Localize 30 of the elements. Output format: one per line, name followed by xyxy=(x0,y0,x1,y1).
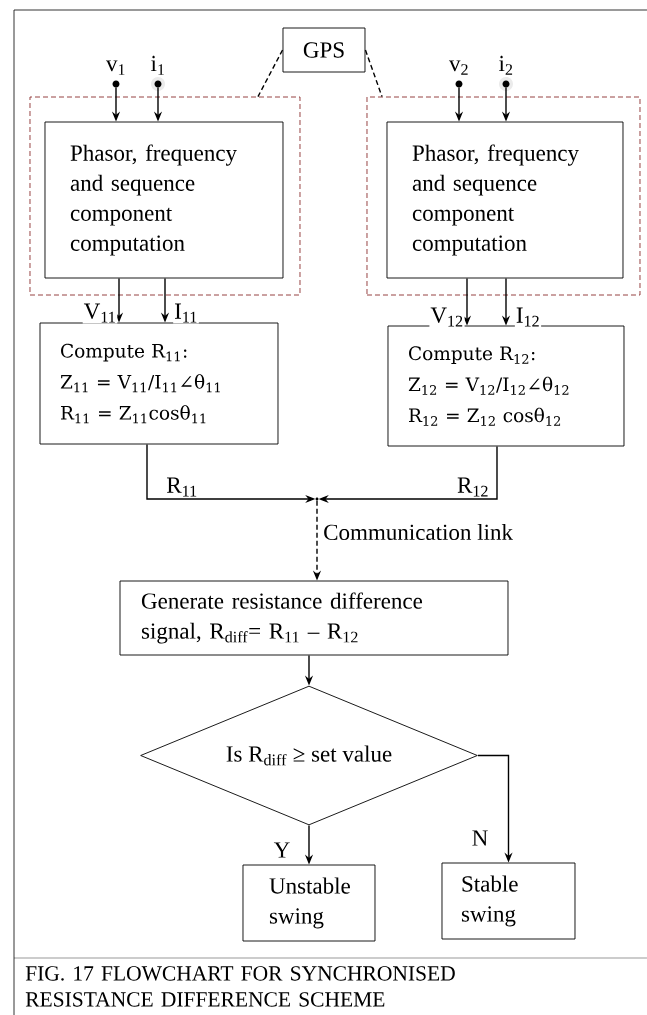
group-frame xyxy=(366,96,641,296)
edge-label: Communication link xyxy=(322,522,514,542)
process-box: Generate resistance difference signal, R$_{diff}$= R$_{11}$ – R$_{12}$ xyxy=(119,580,509,656)
node-label: i$_{1}$ xyxy=(151,55,165,75)
terminal: i$_{1}$ xyxy=(151,55,165,91)
edge-label: I$_{11}$ xyxy=(173,302,199,324)
process-box: Compute R$_{11}$: Z$_{11}$ = V$_{11}$/I$_{11}$∠θ$_{11}$ R$_{11}$ = Z$_{11}$cosθ$_{11}$ xyxy=(39,322,279,445)
edge-label: V$_{12}$ xyxy=(429,306,465,328)
terminal: v$_{1}$ xyxy=(105,60,125,88)
edge-label: N xyxy=(470,829,490,847)
node-label: v$_{2}$ xyxy=(448,60,468,75)
edge-label: V$_{11}$ xyxy=(82,302,118,324)
edge-label: R$_{11}$ xyxy=(165,476,199,498)
process-box: Phasor, frequency and sequence component computation xyxy=(386,121,624,279)
edge-label: Y xyxy=(272,841,292,859)
figure-caption: FIG. 17 FLOWCHART FOR SYNCHRONISED RESISTANCE DIFFERENCE SCHEME xyxy=(25,966,455,1007)
node-label: i$_{2}$ xyxy=(499,55,513,75)
terminal: i$_{2}$ xyxy=(499,55,513,91)
process-box: Phasor, frequency and sequence component computation xyxy=(44,121,284,279)
connector-line xyxy=(364,49,383,98)
edge-label: I$_{12}$ xyxy=(514,306,542,328)
result-box: Stable swing xyxy=(441,862,576,940)
junction-point xyxy=(315,497,319,501)
connector-line xyxy=(257,49,284,98)
result-box: Unstable swing xyxy=(242,864,376,942)
edge-label: R$_{12}$ xyxy=(456,476,490,498)
node-label: v$_{1}$ xyxy=(105,60,125,75)
gps-box: GPS xyxy=(282,27,366,73)
group-frame xyxy=(29,96,301,296)
terminal: v$_{2}$ xyxy=(448,60,468,88)
